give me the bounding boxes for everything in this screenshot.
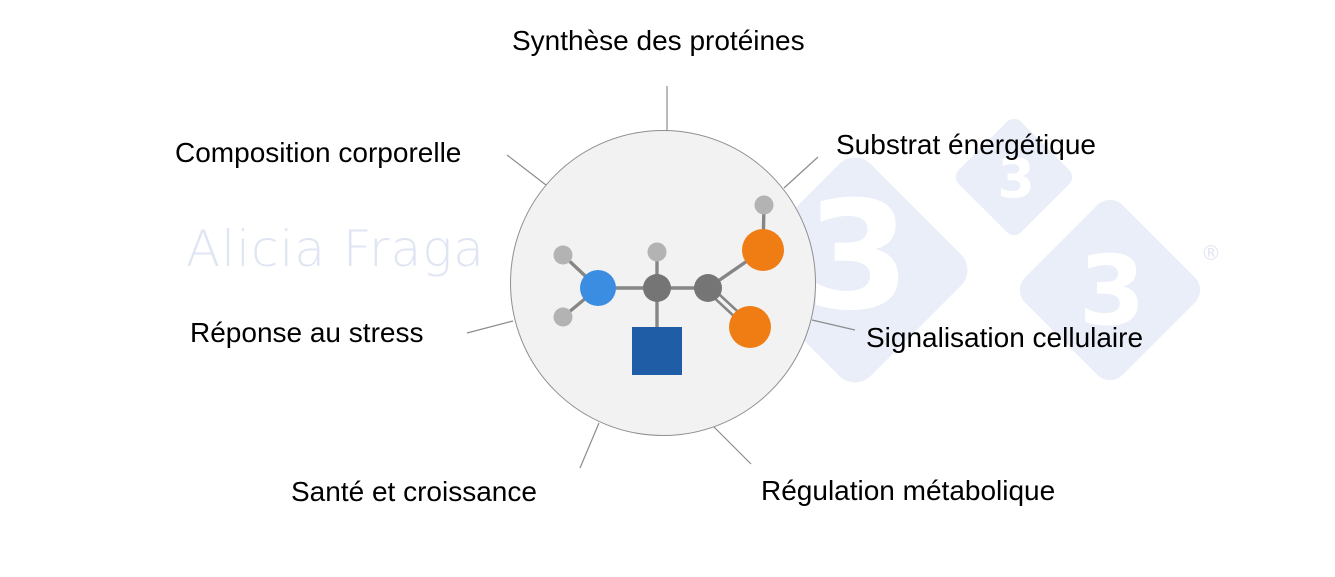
logo-digit-right: 3 <box>1078 235 1146 347</box>
label-signalisation-cellulaire: Signalisation cellulaire <box>866 322 1144 353</box>
spoke-line-upper-left <box>506 154 547 186</box>
author-watermark: Alicia Fraga <box>186 220 485 278</box>
alpha-carbon-atom <box>643 274 671 302</box>
oxygen-atom-1 <box>742 229 784 271</box>
carboxyl-carbon-atom <box>694 274 722 302</box>
label-reponse-au-stress: Réponse au stress <box>190 317 424 348</box>
hydrogen-atom-3 <box>647 242 667 262</box>
hydrogen-atom-1 <box>553 245 573 265</box>
label-substrat-energetique: Substrat énergétique <box>836 129 1096 160</box>
hydrogen-atom-2 <box>553 307 573 327</box>
label-composition-corporelle: Composition corporelle <box>175 137 462 168</box>
amine-nitrogen-atom <box>580 270 616 306</box>
logo-digit-top: 3 <box>997 147 1035 210</box>
spoke-line-upper-right <box>783 156 819 189</box>
spoke-line-lower-right <box>713 426 752 465</box>
hydrogen-atom-4 <box>754 195 774 215</box>
label-regulation-metabolique: Régulation métabolique <box>761 475 1056 506</box>
label-synthese-des-proteines: Synthèse des protéines <box>512 25 805 56</box>
spoke-line-right <box>811 319 856 331</box>
spoke-line-left <box>466 320 514 334</box>
spoke-lines <box>466 86 856 469</box>
registered-trademark-icon: ® <box>1201 241 1221 265</box>
oxygen-atom-2 <box>729 306 771 348</box>
spoke-line-lower-left <box>579 422 600 469</box>
central-circle-outline <box>510 130 816 436</box>
label-sante-et-croissance: Santé et croissance <box>291 476 537 507</box>
molecule-atoms <box>553 195 784 348</box>
logo-digit-left: 3 <box>805 170 911 344</box>
side-chain-square <box>632 327 682 375</box>
